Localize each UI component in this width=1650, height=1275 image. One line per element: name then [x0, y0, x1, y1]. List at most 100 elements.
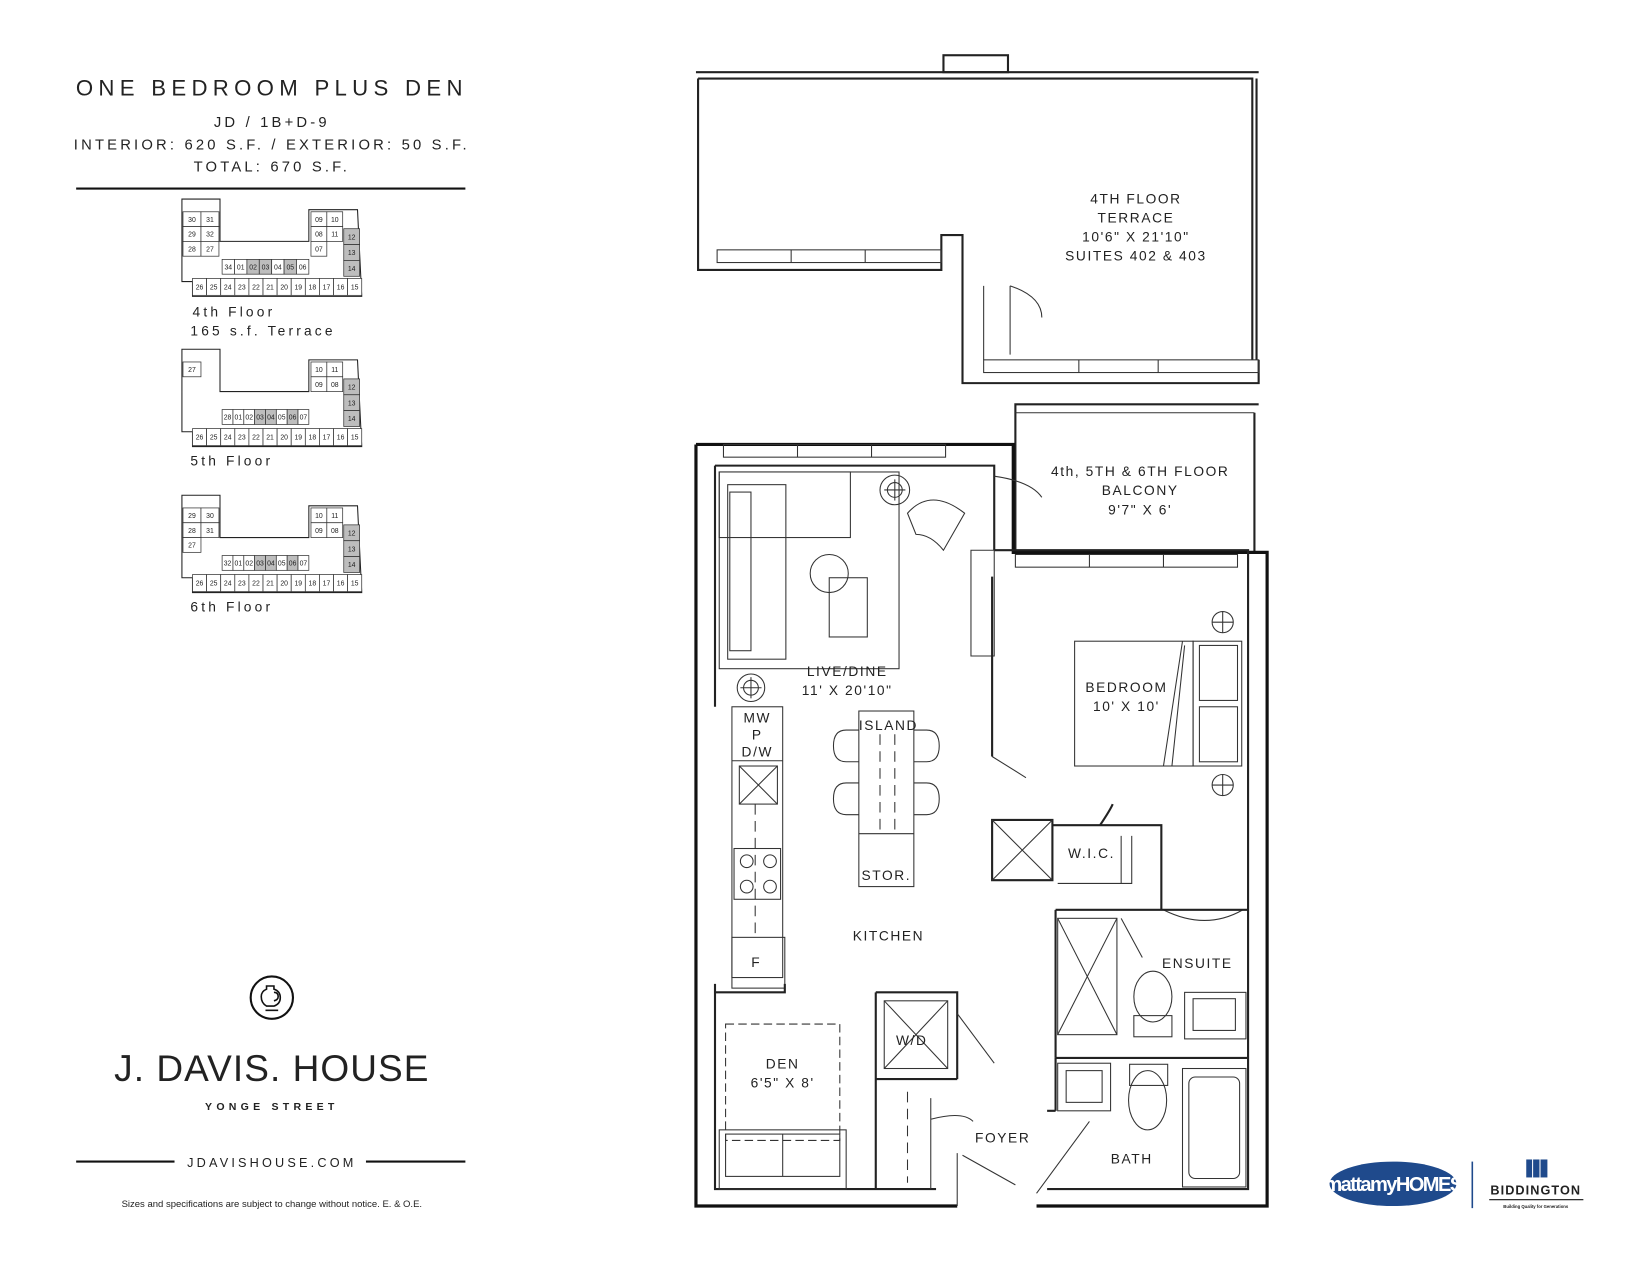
light-fixture-icon — [1211, 611, 1234, 634]
keyplan-unit-number: 25 — [210, 285, 218, 292]
keyplan-unit-number: 14 — [348, 266, 356, 273]
keyplan-unit-number: 17 — [323, 285, 331, 292]
keyplan-unit-number: 09 — [315, 217, 323, 224]
light-fixture-icon — [1211, 773, 1234, 797]
total-area: TOTAL: 670 S.F. — [194, 160, 350, 176]
keyplan-unit-number: 27 — [188, 367, 196, 374]
biddington-wordmark: BIDDINGTON — [1490, 1183, 1581, 1197]
keyplan-unit-number: 18 — [309, 581, 317, 588]
keyplan-unit-number: 11 — [331, 367, 338, 374]
keyplan-unit-number: 12 — [348, 530, 356, 537]
keyplan-unit-number: 30 — [206, 513, 214, 520]
keyplan-unit-number: 13 — [348, 546, 356, 553]
keyplan-unit-number: 24 — [224, 581, 232, 588]
keyplan-unit-number: 28 — [188, 528, 196, 535]
microwave-label: MW — [744, 711, 772, 726]
keyplan-unit-number: 03 — [262, 264, 270, 271]
keyplan-unit-number: 08 — [315, 232, 323, 239]
keyplan-label-5th: 5th Floor — [190, 454, 273, 469]
keyplan-unit-number: 10 — [315, 513, 323, 520]
keyplan-unit-number: 26 — [196, 285, 204, 292]
keyplan-unit-number: 12 — [348, 234, 356, 241]
keyplan-unit-number: 07 — [315, 246, 323, 253]
keyplan-unit-number: 30 — [188, 217, 196, 224]
keyplan-unit-number: 06 — [289, 561, 297, 568]
pantry-label: P — [752, 728, 763, 743]
keyplan-unit — [297, 409, 310, 425]
brand-street: YONGE STREET — [205, 1101, 339, 1113]
keyplan-unit-number: 20 — [280, 581, 288, 588]
foyer-label: FOYER — [975, 1131, 1030, 1146]
keyplan-unit — [200, 241, 220, 257]
balcony-area: 4th, 5TH & 6TH FLOOR BALCONY 9'7" X 6' — [1014, 403, 1259, 568]
keyplan-unit-number: 19 — [294, 581, 302, 588]
website-link[interactable]: JDAVISHOUSE.COM — [187, 1156, 356, 1170]
live-dine-label: LIVE/DINE — [807, 664, 888, 679]
keyplan-unit-number: 07 — [300, 415, 308, 422]
keyplan-unit — [347, 278, 363, 296]
terrace-dimensions: 10'6" X 21'10" — [1082, 229, 1190, 244]
keyplan-unit-number: 19 — [294, 435, 302, 442]
keyplan-unit-number: 04 — [274, 264, 282, 271]
bedroom-dimensions: 10' X 10' — [1093, 699, 1160, 714]
keyplan-unit-number: 18 — [309, 435, 317, 442]
keyplan-unit-number: 16 — [337, 581, 345, 588]
keyplan-unit-number: 22 — [252, 435, 260, 442]
keyplan-unit-number: 26 — [196, 581, 204, 588]
keyplan-unit — [343, 260, 360, 277]
bath-label: BATH — [1111, 1152, 1153, 1167]
keyplan-unit-number: 23 — [238, 581, 246, 588]
keyplan-unit-number: 16 — [337, 285, 345, 292]
island-label: ISLAND — [859, 718, 918, 733]
keyplan-unit — [310, 241, 328, 257]
keyplan-unit-number: 09 — [315, 382, 323, 389]
keyplan-unit-number: 20 — [280, 285, 288, 292]
keyplan-unit-number: 08 — [331, 382, 339, 389]
storage-label: STOR. — [861, 868, 911, 883]
keyplan-unit-number: 04 — [267, 561, 275, 568]
keyplan-unit-number: 20 — [280, 435, 288, 442]
keyplan-label-6th: 6th Floor — [190, 600, 273, 615]
keyplan-unit-number: 22 — [252, 581, 260, 588]
keyplan-unit-number: 11 — [331, 513, 338, 520]
keyplan-unit-number: 09 — [315, 528, 323, 535]
keyplan-unit-number: 14 — [348, 562, 356, 569]
keyplan-unit-number: 25 — [210, 581, 218, 588]
keyplan-unit — [347, 428, 363, 446]
fridge-label: F — [751, 955, 761, 970]
brand-name: J. DAVIS. HOUSE — [114, 1047, 429, 1089]
dishwasher-label: D/W — [742, 744, 774, 759]
keyplan-unit-number: 28 — [188, 246, 196, 253]
keyplan-unit-number: 24 — [224, 435, 232, 442]
keyplan-unit-number: 01 — [235, 561, 243, 568]
keyplan-unit-number: 19 — [294, 285, 302, 292]
keyplan-unit-number: 28 — [224, 415, 232, 422]
model-code: JD / 1B+D-9 — [214, 115, 330, 131]
keyplan-unit — [326, 522, 344, 538]
keyplan-unit-number: 01 — [237, 264, 245, 271]
keyplan-unit-number: 01 — [235, 415, 243, 422]
keyplan-unit-number: 34 — [224, 264, 232, 271]
keyplan-unit-number: 04 — [267, 415, 275, 422]
biddington-logo: BIDDINGTON Building Quality for Generati… — [1489, 1159, 1584, 1209]
keyplan-unit-number: 07 — [300, 561, 308, 568]
keyplan-unit — [200, 522, 220, 538]
keyplan-unit-number: 31 — [206, 217, 214, 224]
terrace-label-1: 4TH FLOOR — [1090, 191, 1181, 206]
plan-title: ONE BEDROOM PLUS DEN — [76, 75, 468, 100]
mattamy-wordmark: mattamyHOMES — [1324, 1174, 1462, 1196]
keyplan-unit-number: 31 — [206, 528, 214, 535]
keyplan-unit-number: 02 — [245, 415, 253, 422]
balcony-label-2: BALCONY — [1102, 483, 1179, 498]
keyplan-unit-number: 08 — [331, 528, 339, 535]
keyplan-unit-number: 21 — [266, 581, 274, 588]
terrace-label-2: TERRACE — [1098, 210, 1175, 225]
keyplan-unit — [326, 226, 344, 242]
keyplan-unit-number: 13 — [348, 400, 356, 407]
keyplan-sublabel-4th: 165 s.f. Terrace — [190, 324, 335, 339]
keyplan-unit — [343, 410, 360, 427]
